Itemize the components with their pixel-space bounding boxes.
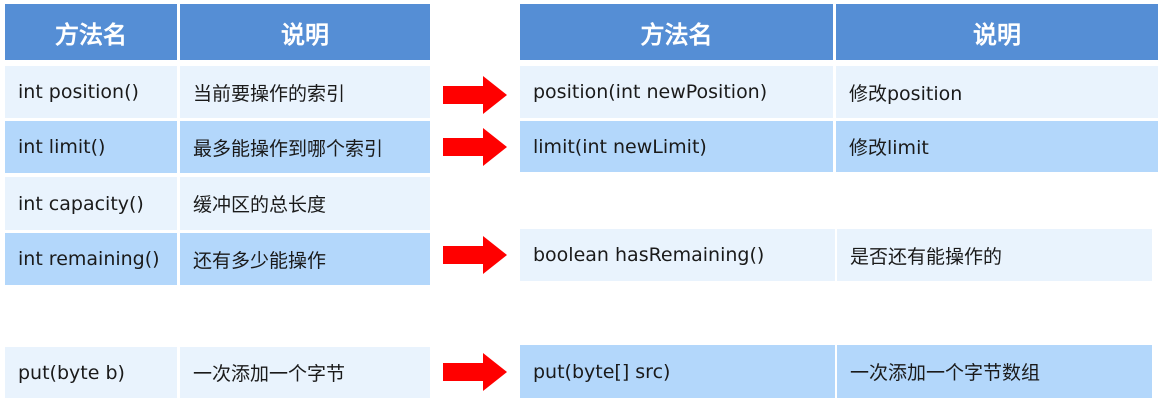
right-arrow-icon xyxy=(443,76,507,114)
right-row-desc: 是否还有能操作的 xyxy=(837,229,1152,281)
right-header-method: 方法名 xyxy=(520,4,833,60)
left-row-desc: 当前要操作的索引 xyxy=(180,66,430,118)
left-row-method: int remaining() xyxy=(5,233,177,285)
left-row-desc: 缓冲区的总长度 xyxy=(180,177,430,230)
right-arrow-icon xyxy=(443,353,507,391)
left-row-method: int capacity() xyxy=(5,177,177,230)
right-row-desc: 修改position xyxy=(836,66,1158,118)
right-row-method: limit(int newLimit) xyxy=(520,121,833,172)
put-left-desc: 一次添加一个字节 xyxy=(180,347,430,398)
left-row-method: int limit() xyxy=(5,121,177,173)
left-row-desc: 最多能操作到哪个索引 xyxy=(180,121,430,173)
right-arrow-icon xyxy=(443,128,507,166)
right-header-desc: 说明 xyxy=(836,4,1158,60)
left-header-method: 方法名 xyxy=(5,4,177,60)
right-arrow-icon xyxy=(443,236,507,274)
left-header-desc: 说明 xyxy=(180,4,430,60)
put-left-method: put(byte b) xyxy=(5,347,177,398)
left-row-method: int position() xyxy=(5,66,177,118)
put-right-desc: 一次添加一个字节数组 xyxy=(837,345,1152,398)
right-row-desc: 修改limit xyxy=(836,121,1158,172)
left-row-desc: 还有多少能操作 xyxy=(180,233,430,285)
right-row-method: position(int newPosition) xyxy=(520,66,833,118)
right-row-method: boolean hasRemaining() xyxy=(520,229,835,281)
put-right-method: put(byte[] src) xyxy=(520,345,835,398)
